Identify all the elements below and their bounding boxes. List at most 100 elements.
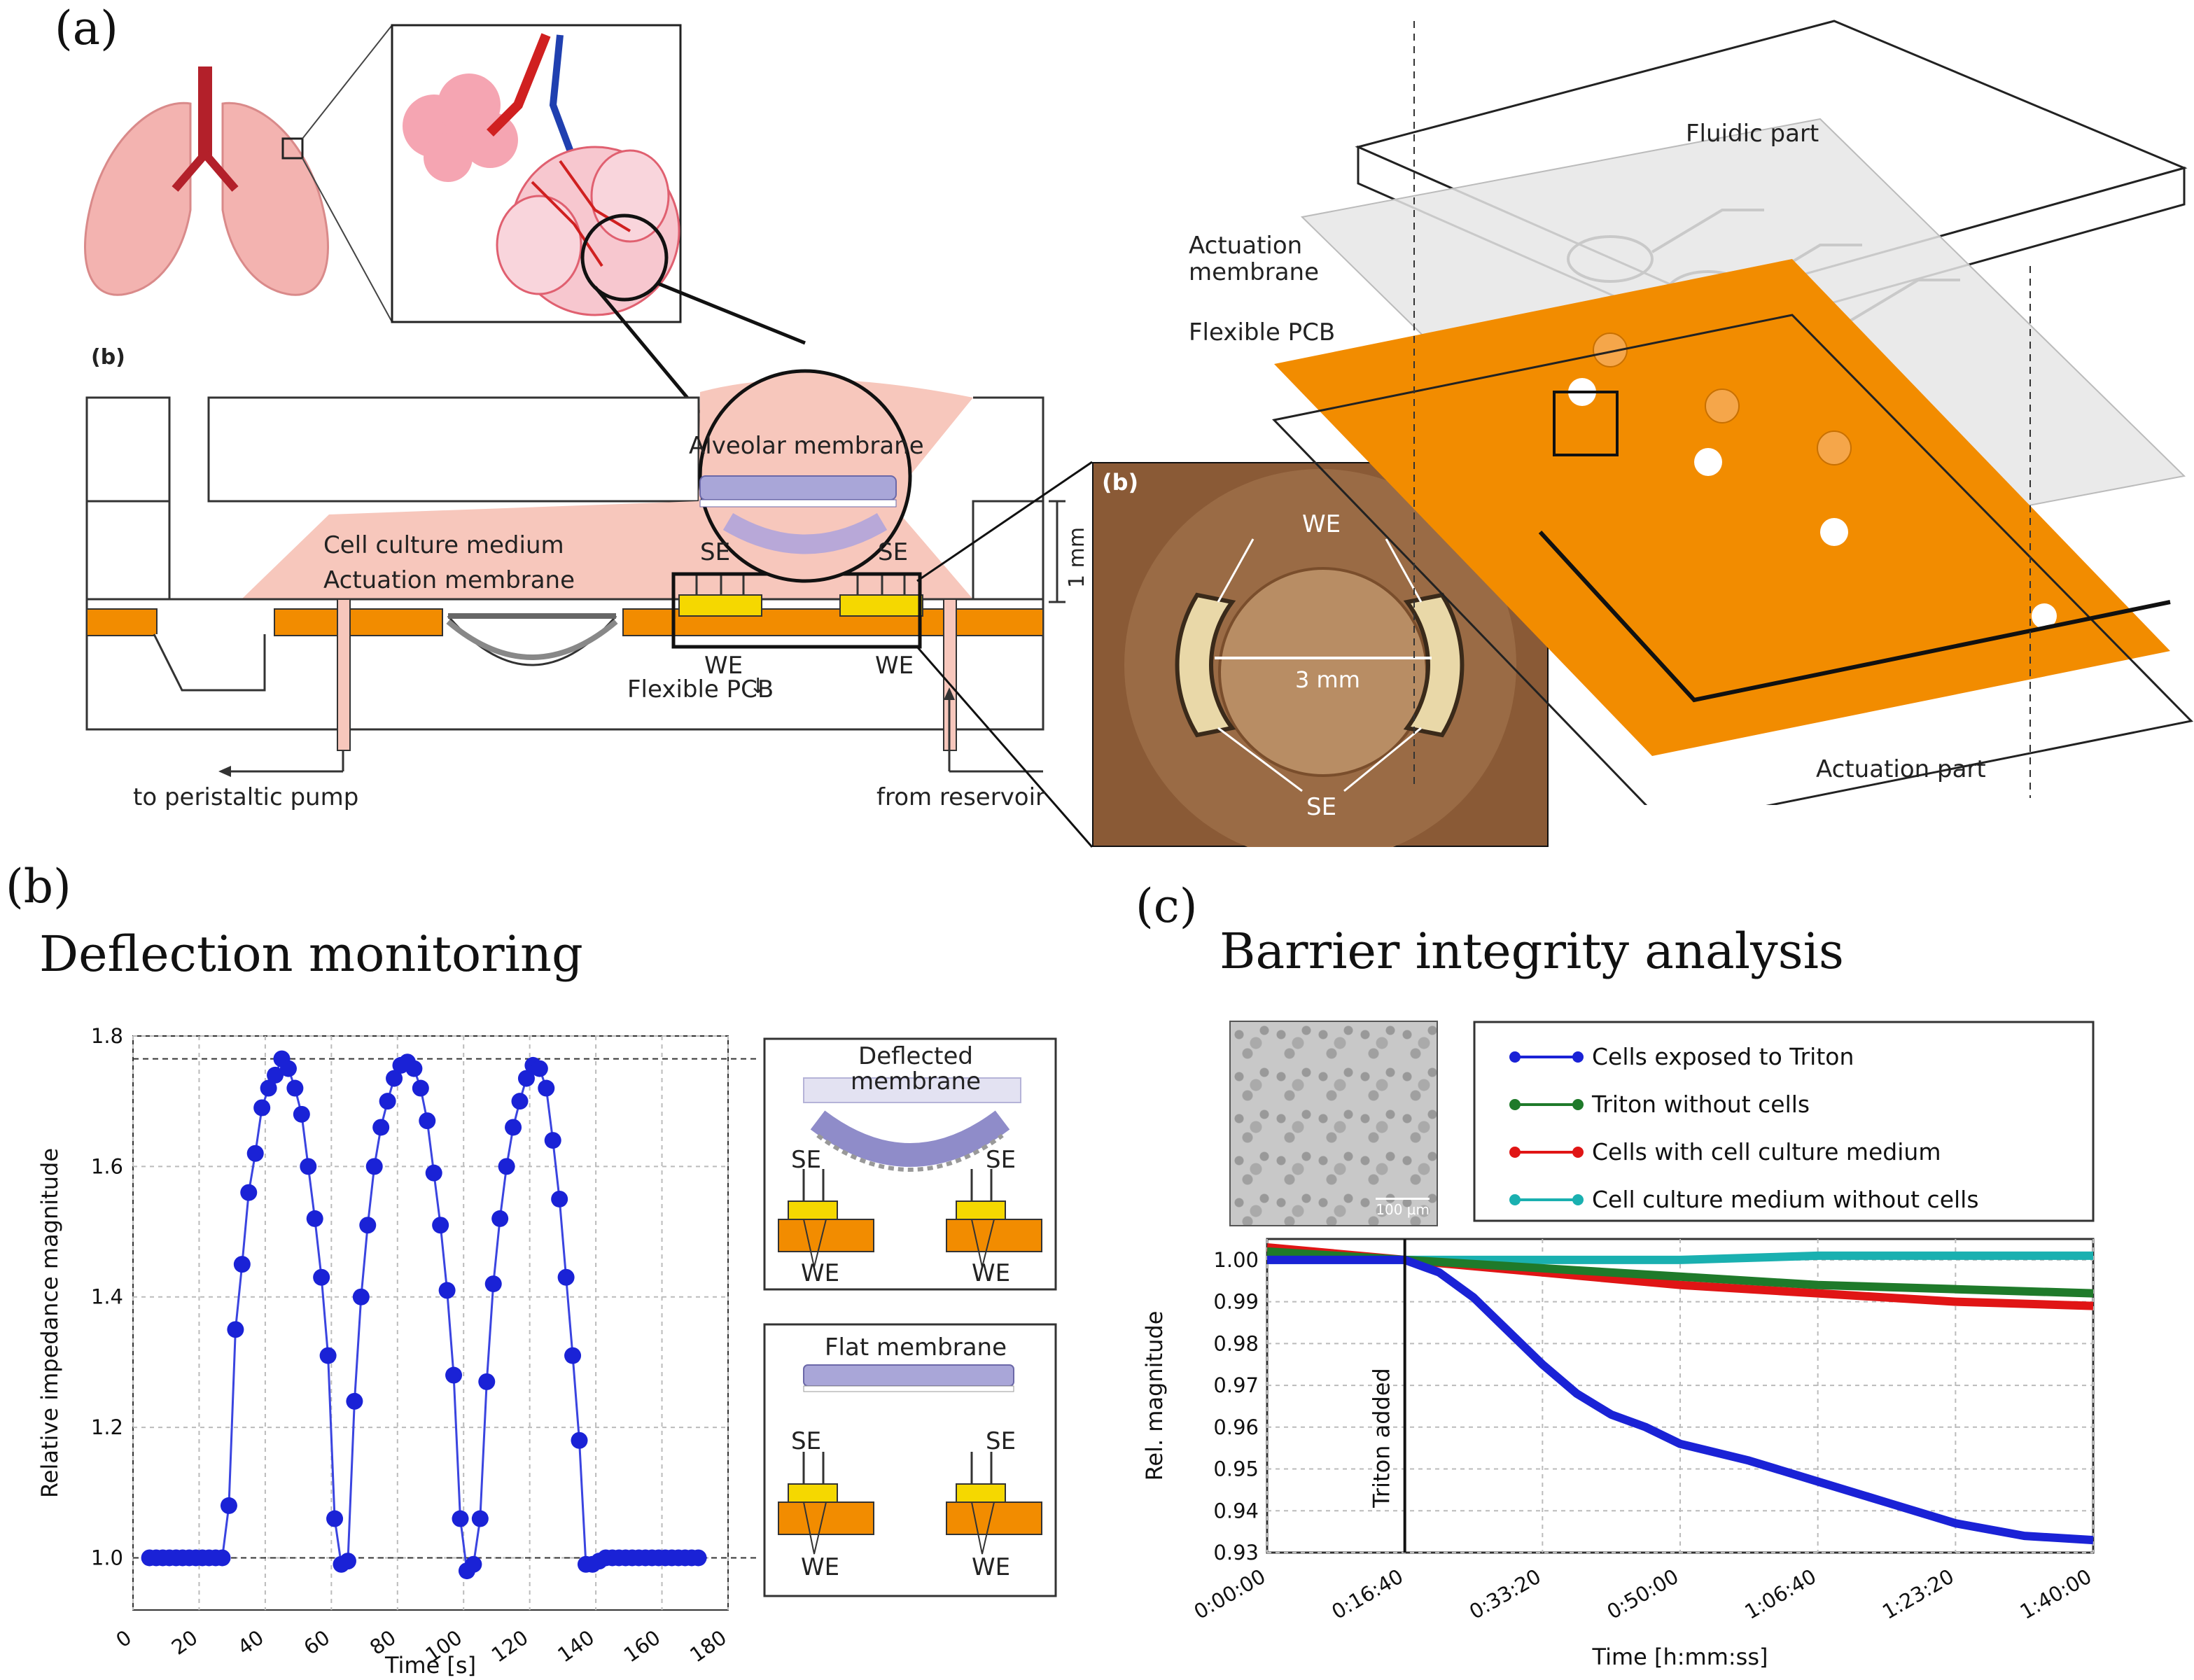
- label-fluidic-part: Fluidic part: [1686, 120, 1819, 148]
- y-tick-label: 0.94: [1213, 1499, 1259, 1522]
- data-point: [346, 1392, 363, 1410]
- series-impedance: [141, 1050, 707, 1580]
- inset-bottom-se-left: SE: [791, 1427, 821, 1455]
- y-axis-label: Rel. magnitude: [1141, 1311, 1168, 1481]
- micrograph-scale-bar: 100 µm: [1376, 1198, 1430, 1218]
- barrier-chart: Triton added 1.000.990.980.970.960.950.9…: [1141, 1238, 2096, 1670]
- y-tick-label: 0.95: [1213, 1457, 1259, 1481]
- data-point: [319, 1347, 337, 1364]
- x-tick-label: 0: [111, 1625, 136, 1652]
- data-point: [571, 1432, 588, 1449]
- data-point: [352, 1288, 370, 1306]
- x-tick-label: 0:16:40: [1327, 1564, 1407, 1624]
- data-point: [253, 1099, 271, 1116]
- x-tick-label: 120: [487, 1625, 533, 1667]
- label-cell-culture-medium: Cell culture medium: [323, 531, 564, 559]
- label-we-right: WE: [875, 652, 914, 680]
- y-tick-label: 1.00: [1213, 1248, 1259, 1272]
- data-point: [372, 1119, 390, 1136]
- x-tick-label: 1:06:40: [1740, 1564, 1820, 1624]
- electrode-left: [678, 574, 762, 617]
- svg-text:↓: ↓: [749, 674, 767, 699]
- lungs-icon: [84, 66, 329, 296]
- data-point: [445, 1366, 463, 1384]
- membrane-insets: Deflected membrane SE SE WE WE Flat memb…: [763, 1037, 1057, 1597]
- photo-scale: 3 mm: [1295, 666, 1360, 693]
- x-tick-label: 20: [167, 1625, 202, 1660]
- data-point: [538, 1079, 555, 1097]
- exploded-view: Fluidic part Actuation membrane Flexible…: [1189, 20, 2194, 805]
- inset-bottom-we-left: WE: [801, 1553, 839, 1581]
- data-point: [432, 1217, 449, 1234]
- data-point: [233, 1256, 251, 1273]
- x-axis-label: Time [h:mm:ss]: [1592, 1644, 1768, 1670]
- data-point: [465, 1555, 482, 1573]
- legend-marker: [1509, 1194, 1521, 1205]
- x-tick-label: 0:50:00: [1603, 1564, 1683, 1624]
- panel-a-letter: (a): [55, 1, 118, 55]
- inset-top-electrodes: [778, 1169, 1042, 1268]
- inset-top-se-left: SE: [791, 1146, 821, 1174]
- x-axis-label: Time [s]: [384, 1652, 476, 1679]
- data-point: [214, 1549, 231, 1567]
- data-point: [531, 1060, 548, 1077]
- inset-deflected-title-2: membrane: [851, 1068, 981, 1096]
- data-point: [505, 1119, 522, 1136]
- label-actuation-part: Actuation part: [1816, 755, 1986, 783]
- panel-b-letter: (b): [6, 860, 71, 913]
- label-flexible-pcb: Flexible PCB: [627, 676, 774, 704]
- legend-marker: [1509, 1099, 1521, 1110]
- y-tick-label: 0.96: [1213, 1415, 1259, 1439]
- label-se-right: SE: [878, 538, 908, 566]
- y-ticks: 1.000.990.980.970.960.950.940.93: [1213, 1248, 1259, 1564]
- data-point: [511, 1093, 529, 1110]
- y-tick-label: 1.2: [91, 1415, 123, 1439]
- electrode-left-photo: [1175, 592, 1236, 738]
- data-point: [260, 1079, 277, 1097]
- legend-label: Cells with cell culture medium: [1592, 1138, 1941, 1166]
- legend-marker: [1572, 1099, 1584, 1110]
- photo-we: WE: [1302, 510, 1341, 538]
- data-point: [425, 1164, 442, 1182]
- photo-tag: (b): [1102, 469, 1138, 496]
- inset-top-we-left: WE: [801, 1259, 839, 1287]
- data-point: [313, 1268, 330, 1286]
- inset-top-se-right: SE: [986, 1146, 1016, 1174]
- data-point: [386, 1070, 403, 1087]
- electrode-right: [839, 574, 923, 617]
- label-we-left: WE: [704, 652, 743, 680]
- label-flexible-pcb-exploded: Flexible PCB: [1189, 318, 1335, 346]
- alveolar-cell-layer: [699, 475, 897, 554]
- label-alveolar-membrane: Alveolar membrane: [689, 432, 924, 460]
- label-actuation-membrane-2: membrane: [1189, 258, 1319, 286]
- data-point: [240, 1184, 258, 1201]
- data-point: [690, 1549, 707, 1567]
- x-tick-label: 180: [685, 1625, 731, 1667]
- data-point: [300, 1158, 317, 1175]
- data-point: [517, 1070, 535, 1087]
- data-point: [484, 1275, 502, 1293]
- photo-se: SE: [1306, 793, 1336, 821]
- data-point: [557, 1268, 575, 1286]
- label-scale-1mm: 1 mm: [1065, 527, 1089, 588]
- y-tick-label: 0.97: [1213, 1373, 1259, 1397]
- legend-label: Cell culture medium without cells: [1592, 1186, 1979, 1213]
- data-point: [498, 1158, 515, 1175]
- data-point: [339, 1553, 356, 1570]
- legend-marker: [1572, 1147, 1584, 1158]
- data-point: [491, 1210, 509, 1227]
- y-tick-label: 0.93: [1213, 1541, 1259, 1564]
- label-se-left: SE: [700, 538, 730, 566]
- y-ticks: 1.01.21.41.61.8: [91, 1024, 123, 1569]
- flexible-pcb-layer: [1274, 259, 2170, 756]
- y-tick-label: 0.98: [1213, 1331, 1259, 1355]
- data-point: [293, 1105, 310, 1123]
- data-point: [478, 1373, 496, 1390]
- x-tick-label: 1:23:20: [1878, 1564, 1958, 1624]
- cell-micrograph: 100 µm: [1229, 1021, 1438, 1226]
- data-point: [220, 1497, 237, 1514]
- triton-added-label: Triton added: [1369, 1368, 1395, 1508]
- schematic-tag: (b): [91, 345, 125, 370]
